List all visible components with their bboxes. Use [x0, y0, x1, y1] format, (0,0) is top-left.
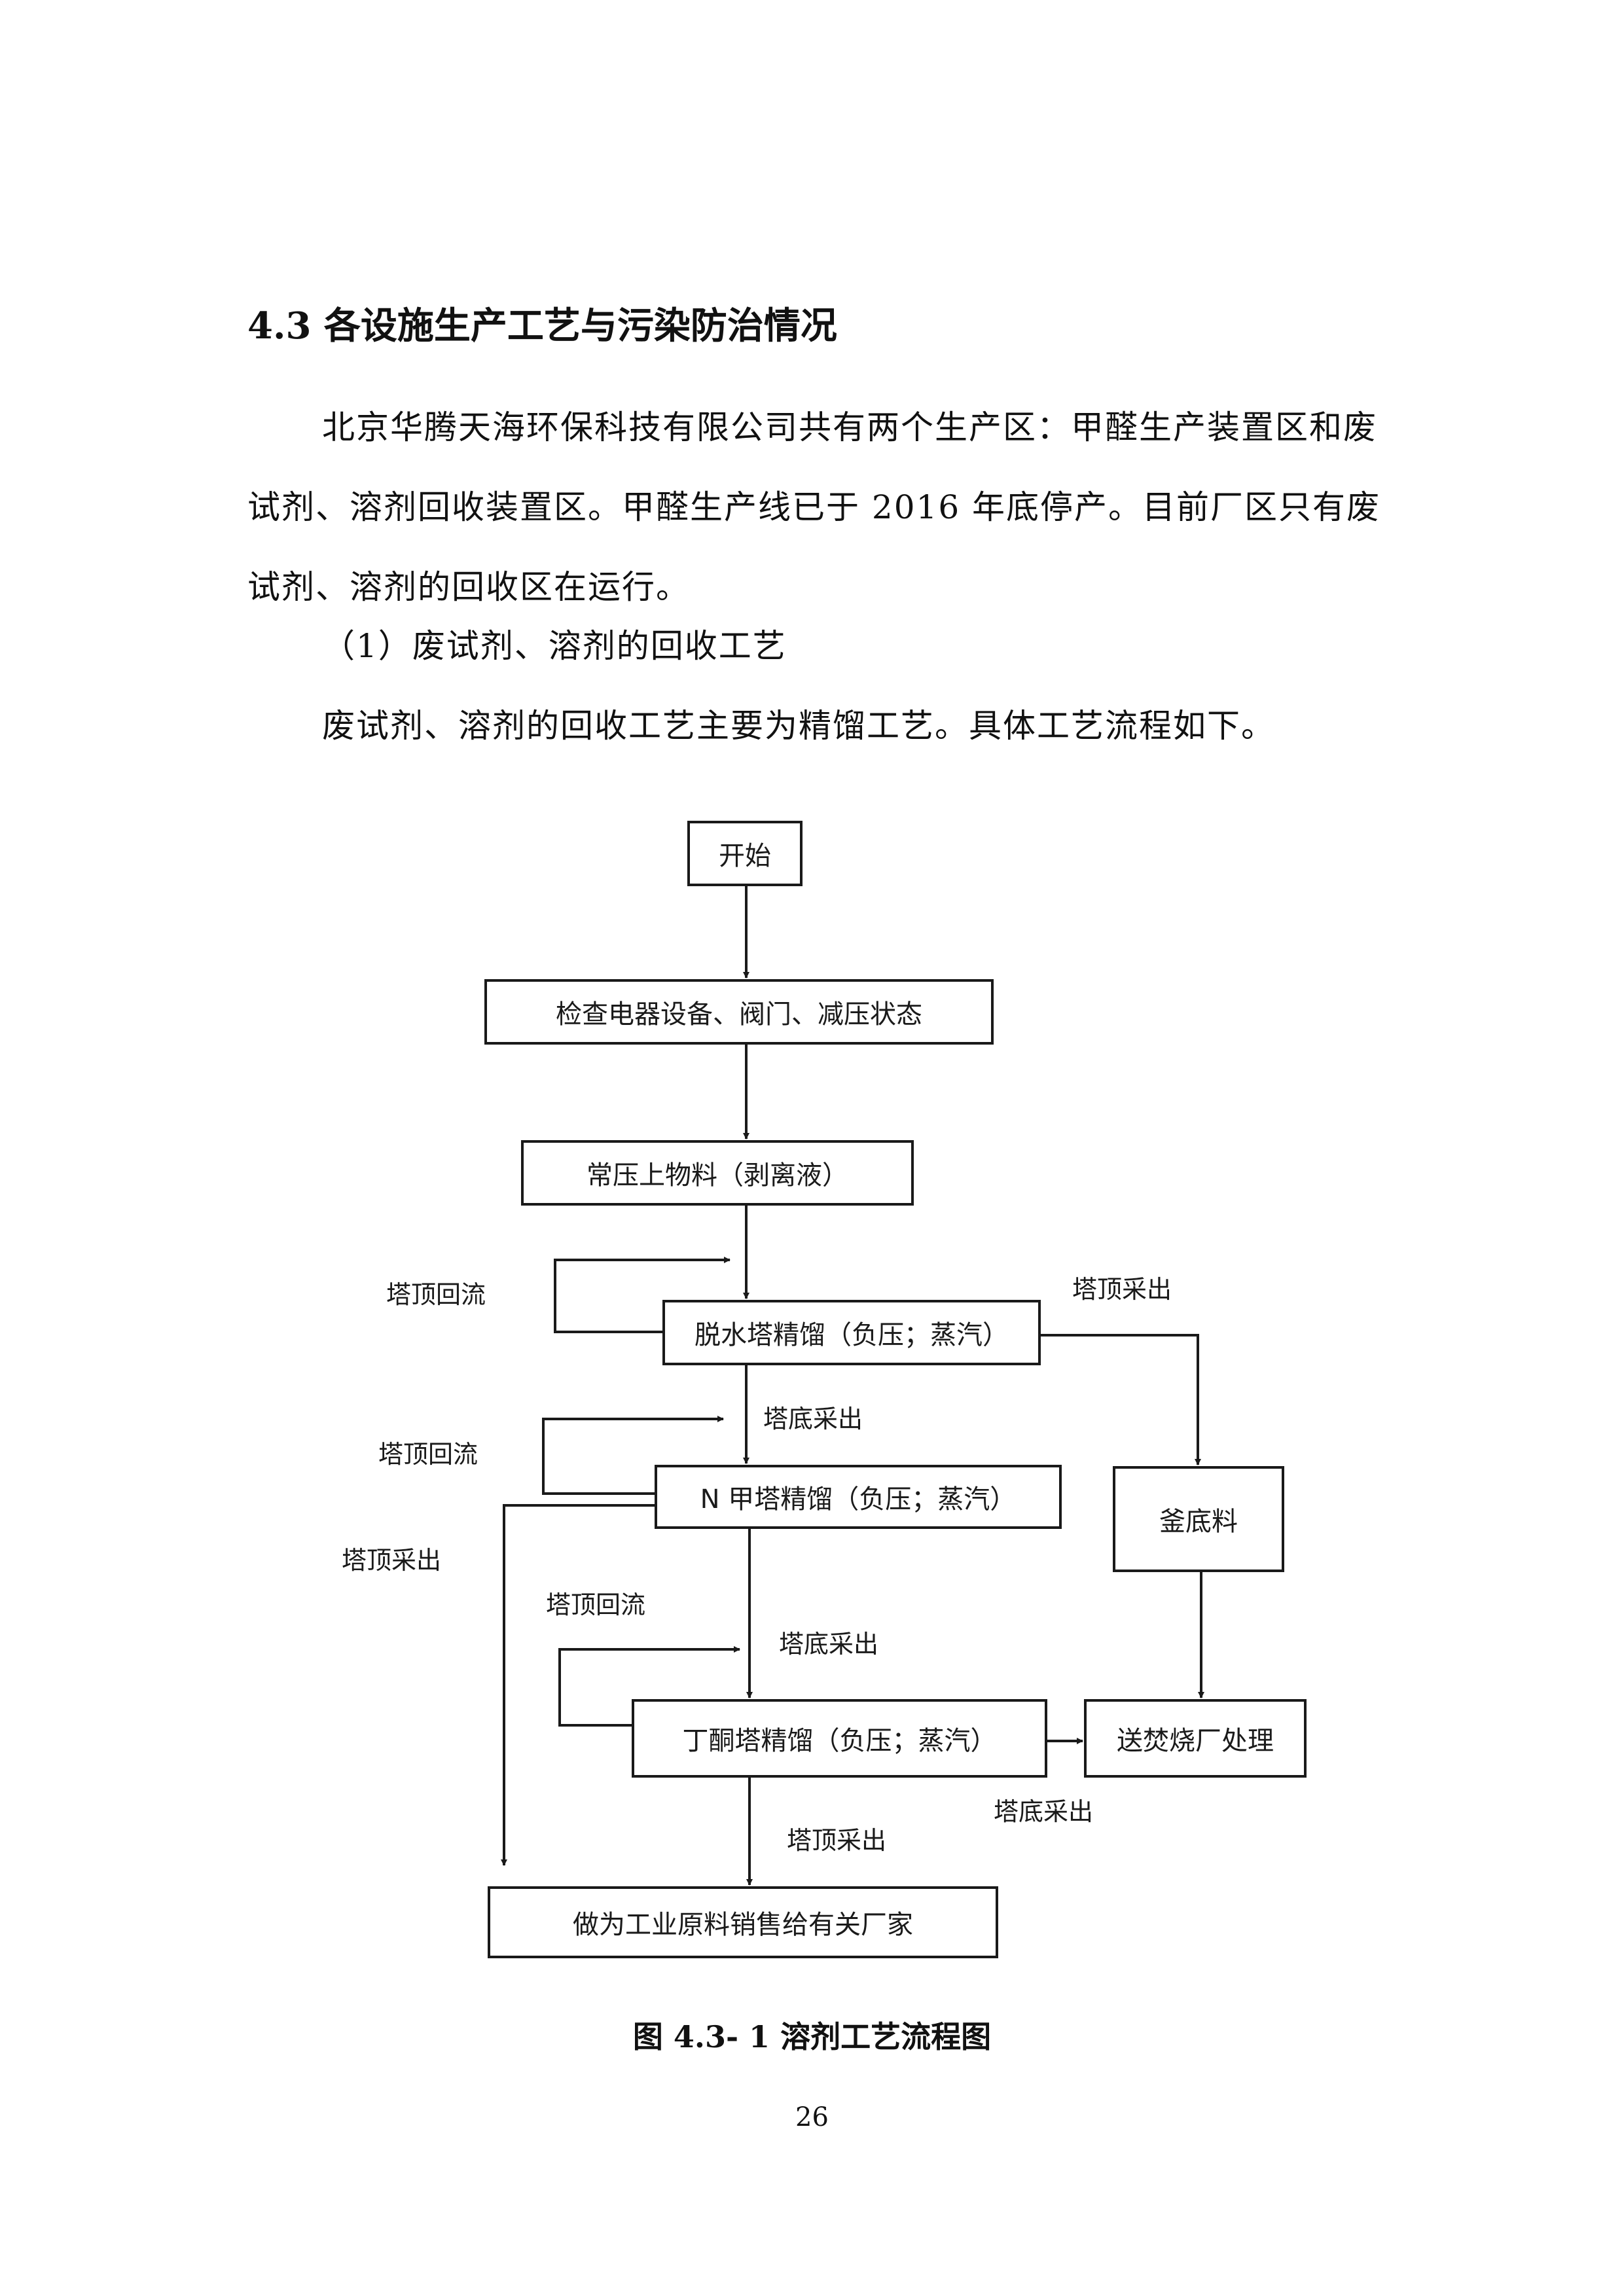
label-reflux-2: 塔顶回流: [378, 1440, 478, 1469]
box-sell-raw-material: 做为工业原料销售给有关厂家: [488, 1886, 998, 1958]
box-check-equipment: 检查电器设备、阀门、减压状态: [484, 979, 994, 1045]
page-number: 26: [795, 2102, 829, 2132]
label-top-out-3: 塔顶采出: [787, 1826, 887, 1855]
label-bottom-out-1: 塔底采出: [763, 1405, 863, 1433]
label-bottom-out-2: 塔底采出: [779, 1630, 879, 1659]
arrow-reflux-nmethyl: [542, 1416, 724, 1495]
box-incineration: 送焚烧厂处理: [1084, 1699, 1307, 1778]
label-top-out-2: 塔顶采出: [342, 1546, 442, 1575]
box-kettle-residue: 釜底料: [1113, 1466, 1284, 1572]
arrow-dehydration-top-to-kettle: [1041, 1334, 1201, 1465]
paragraph-subheading: （1）废试剂、溶剂的回收工艺: [322, 627, 787, 665]
arrow-reflux-butanone: [558, 1646, 740, 1727]
box-dehydration-distillation: 脱水塔精馏（负压；蒸汽）: [662, 1300, 1041, 1365]
arrow-nmethyl-top-to-sell: [501, 1504, 655, 1866]
box-butanone-distillation: 丁酮塔精馏（负压；蒸汽）: [632, 1699, 1047, 1778]
label-reflux-3: 塔顶回流: [546, 1590, 646, 1619]
arrow-reflux-dehydration: [554, 1257, 731, 1333]
section-heading: 4.3 各设施生产工艺与污染防治情况: [247, 304, 837, 348]
box-nmethyl-distillation: N 甲塔精馏（负压；蒸汽）: [655, 1465, 1062, 1529]
paragraph-intro: 北京华腾天海环保科技有限公司共有两个生产区：甲醛生产装置区和废试剂、溶剂回收装置…: [247, 408, 1381, 606]
box-start: 开始: [687, 821, 803, 886]
figure-caption: 图 4.3- 1 溶剂工艺流程图: [632, 2019, 992, 2054]
label-reflux-1: 塔顶回流: [386, 1280, 486, 1309]
label-bottom-out-3: 塔底采出: [994, 1797, 1094, 1826]
paragraph-process-intro: 废试剂、溶剂的回收工艺主要为精馏工艺。具体工艺流程如下。: [322, 707, 1275, 745]
label-top-out-1: 塔顶采出: [1072, 1275, 1172, 1304]
box-atmospheric-feed: 常压上物料（剥离液）: [521, 1140, 914, 1206]
